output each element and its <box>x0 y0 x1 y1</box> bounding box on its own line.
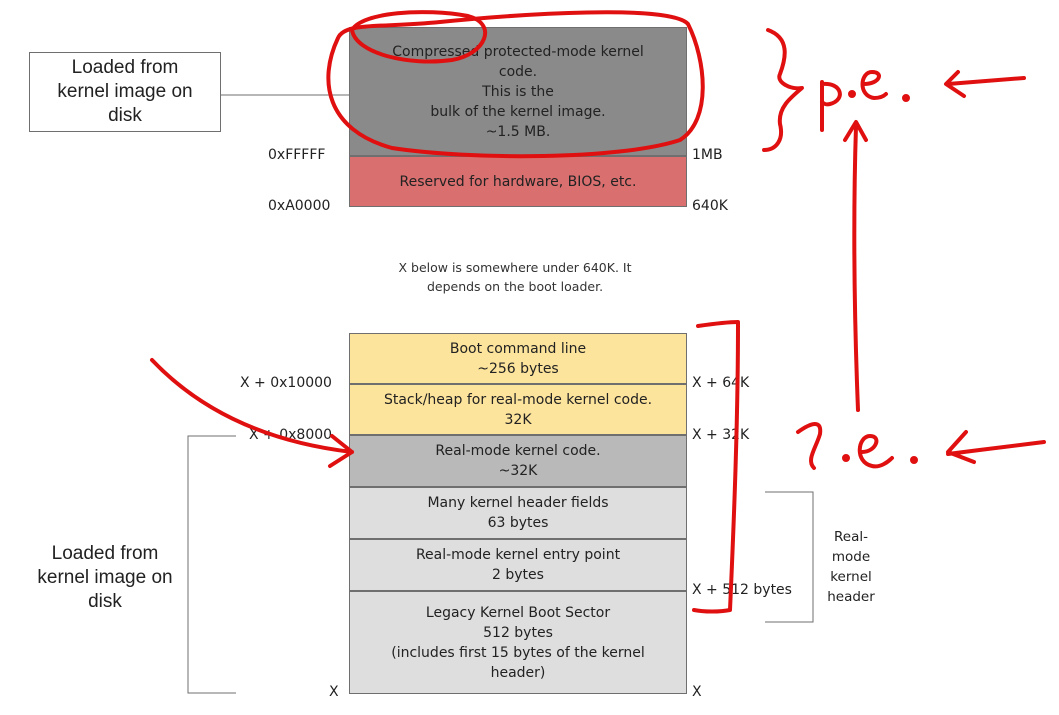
upper-loaded-from-disk-label: Loaded from kernel image on disk <box>29 52 221 132</box>
pe-brace-annotation <box>762 28 804 152</box>
addr-x-right: X <box>692 684 702 700</box>
block-real-mode-code: Real-mode kernel code. ~32K <box>349 435 687 487</box>
block-compressed-kernel-text: Compressed protected-mode kernel code. T… <box>392 43 644 140</box>
block-boot-command-line-text: Boot command line ~256 bytes <box>449 340 587 377</box>
real-mode-bracket-annotation <box>692 320 740 614</box>
curved-arrow-annotation <box>150 358 354 468</box>
re-dot-2 <box>910 456 918 464</box>
block-compressed-kernel: Compressed protected-mode kernel code. T… <box>349 27 687 156</box>
re-arrow-icon <box>946 430 1046 464</box>
addr-x-plus-0x8000: X + 0x8000 <box>249 427 333 443</box>
addr-640k: 640K <box>692 198 728 214</box>
addr-0xfffff: 0xFFFFF <box>268 147 326 163</box>
pe-text-e-icon <box>860 70 888 100</box>
pe-circle-annotation <box>326 10 705 159</box>
pe-dot-2 <box>902 94 910 102</box>
block-legacy-boot-sector: Legacy Kernel Boot Sector 512 bytes (inc… <box>349 591 687 694</box>
re-text-r-icon <box>796 422 823 470</box>
real-mode-kernel-header-label: Real-mode kernel header <box>827 529 875 605</box>
block-entry-point-text: Real-mode kernel entry point 2 bytes <box>415 547 621 583</box>
up-arrow-icon <box>843 120 868 412</box>
addr-x-plus-64k: X + 64K <box>692 375 750 391</box>
block-real-mode-code-text: Real-mode kernel code. ~32K <box>435 443 601 479</box>
block-reserved-hardware-text: Reserved for hardware, BIOS, etc. <box>399 173 637 190</box>
block-header-fields: Many kernel header fields 63 bytes <box>349 487 687 539</box>
addr-0xa0000: 0xA0000 <box>268 198 331 214</box>
pe-dot-1 <box>848 90 856 98</box>
boot-loader-note: X below is somewhere under 640K. It depe… <box>398 260 632 294</box>
block-legacy-boot-sector-text: Legacy Kernel Boot Sector 512 bytes (inc… <box>391 604 645 681</box>
block-stack-heap: Stack/heap for real-mode kernel code. 32… <box>349 384 687 435</box>
addr-1mb: 1MB <box>692 147 723 163</box>
block-stack-heap-text: Stack/heap for real-mode kernel code. 32… <box>383 391 653 428</box>
re-text-e-icon <box>857 434 894 469</box>
addr-x-plus-0x10000: X + 0x10000 <box>240 375 332 391</box>
block-header-fields-text: Many kernel header fields 63 bytes <box>427 495 609 531</box>
pe-arrow-icon <box>944 70 1026 98</box>
pe-text-p-icon <box>820 80 842 132</box>
pe-inner-circle-annotation <box>350 10 488 64</box>
addr-x-left: X <box>329 684 339 700</box>
real-mode-header-bracket <box>765 491 814 623</box>
re-dot-1 <box>842 454 850 462</box>
lower-loaded-bracket <box>187 435 236 694</box>
addr-x-plus-512-bytes: X + 512 bytes <box>692 582 792 598</box>
lower-loaded-from-disk-label: Loaded from kernel image on disk <box>37 543 173 612</box>
block-entry-point: Real-mode kernel entry point 2 bytes <box>349 539 687 591</box>
block-reserved-hardware: Reserved for hardware, BIOS, etc. <box>349 156 687 207</box>
block-boot-command-line: Boot command line ~256 bytes <box>349 333 687 384</box>
